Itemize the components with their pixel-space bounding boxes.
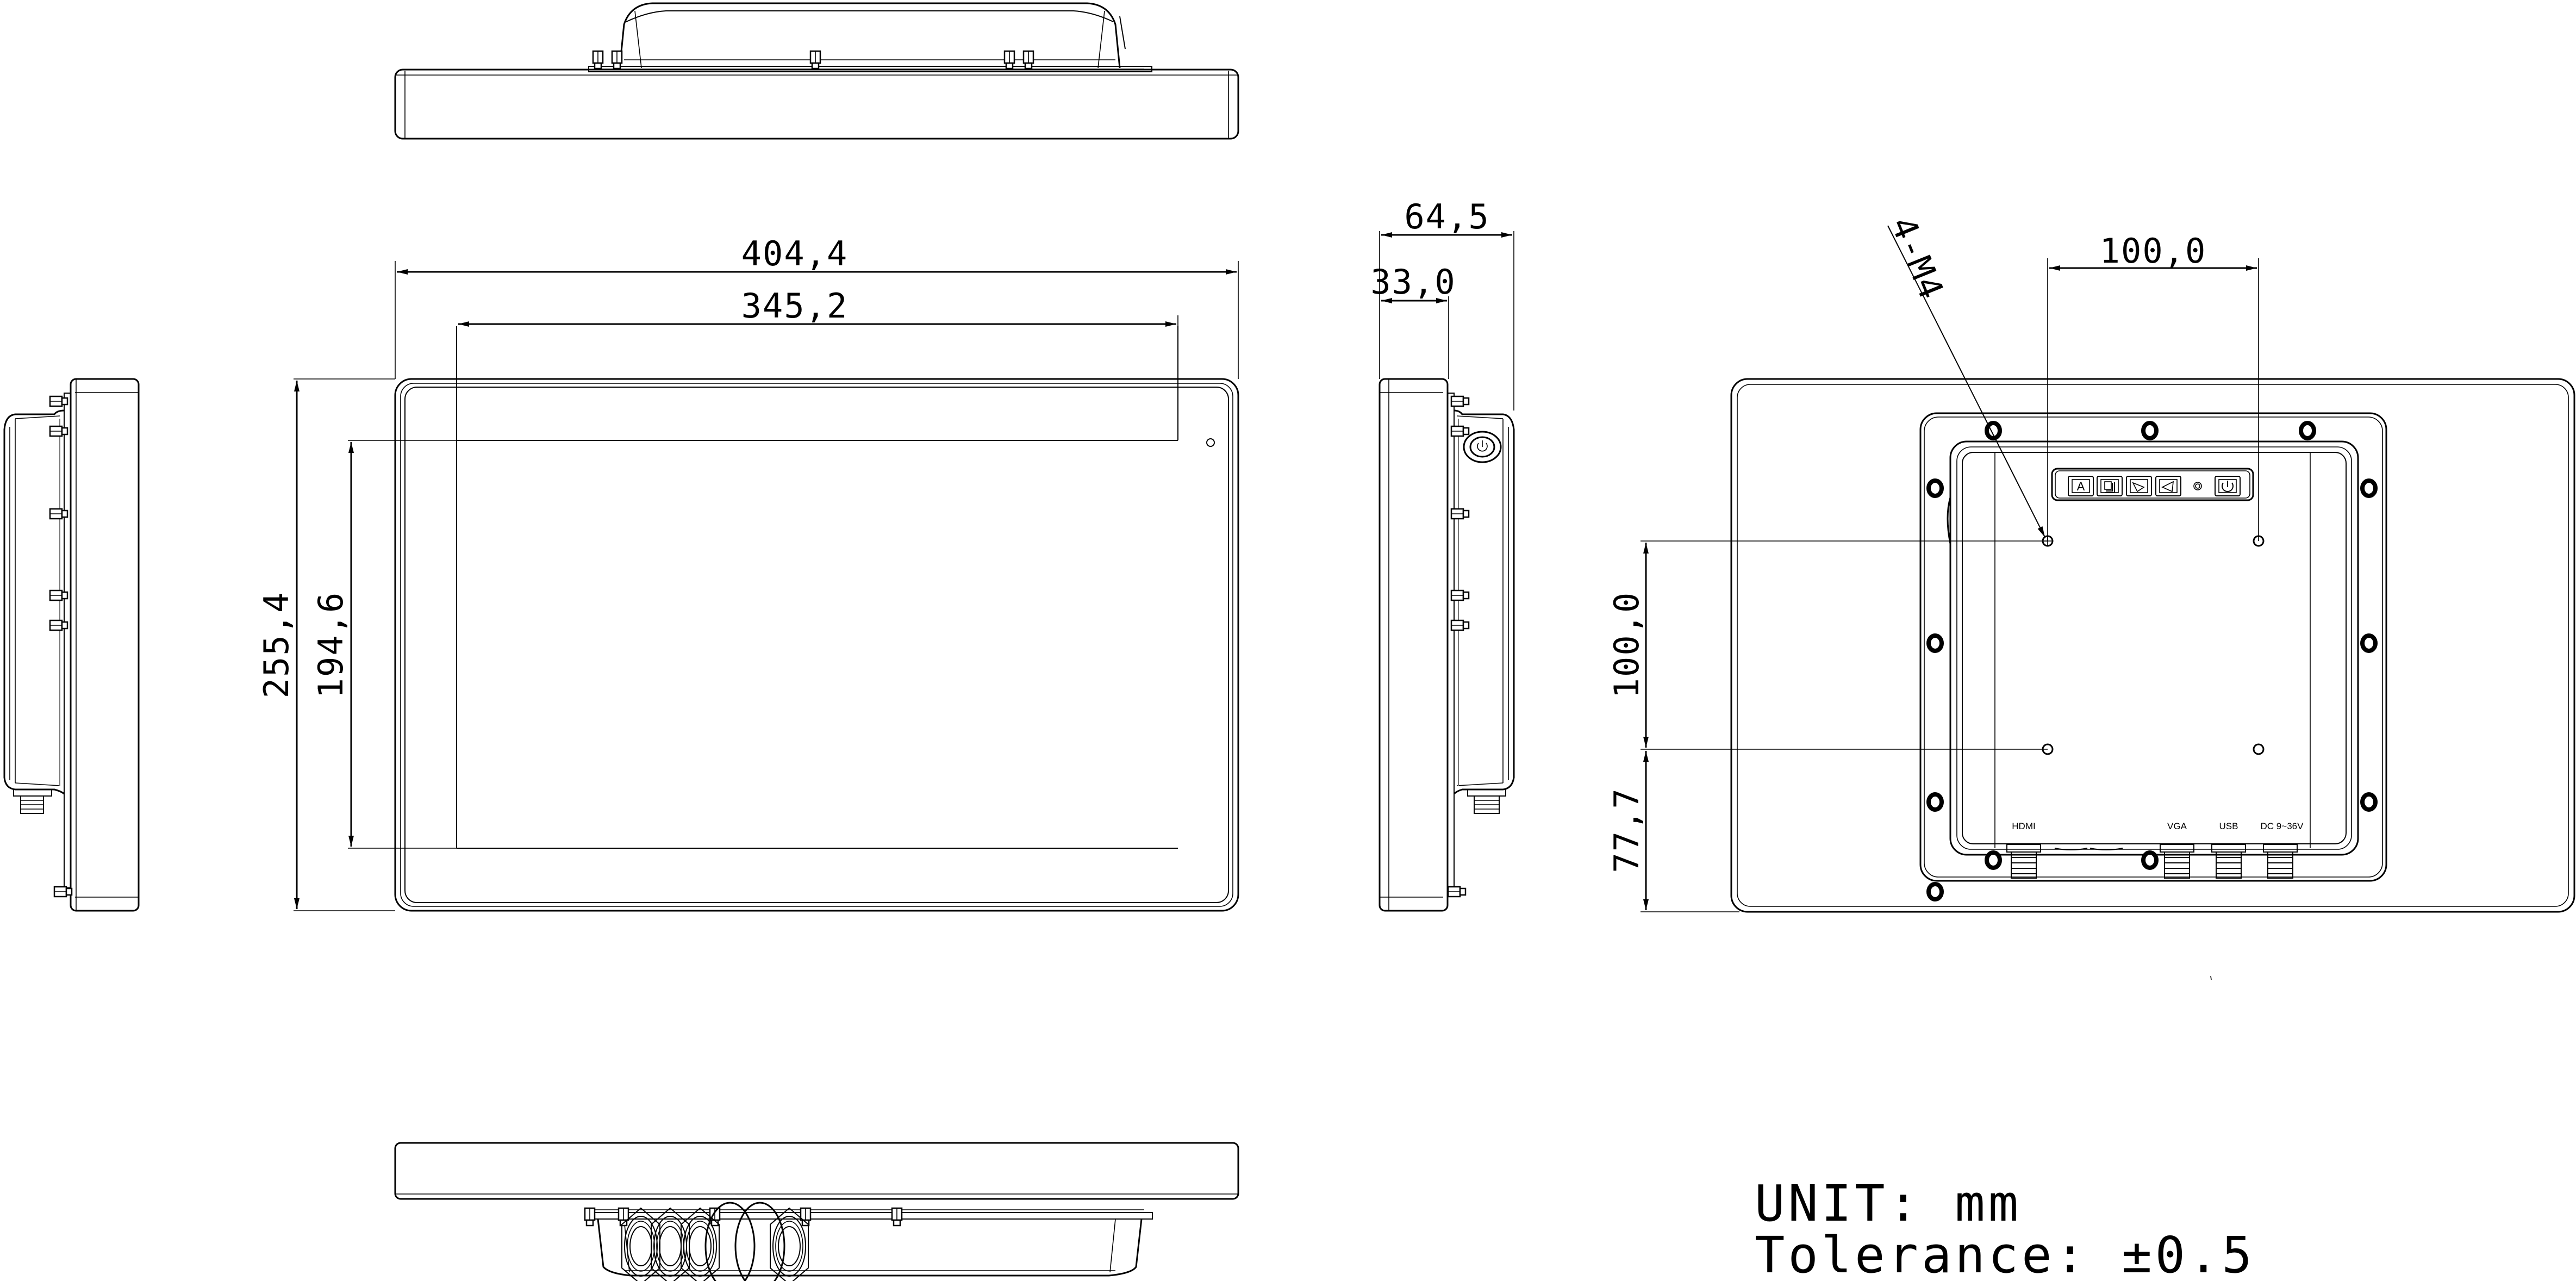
vga-connector-icon	[2160, 844, 2194, 879]
left-side-view	[3, 378, 140, 912]
port-labels: HDMI VGA USB DC 9~36V	[2012, 821, 2304, 831]
screw-callout-leader	[1887, 225, 2045, 538]
usb-connector-icon	[2211, 844, 2246, 879]
dim-active-width: 345,2	[741, 286, 849, 326]
power-button-icon	[2215, 476, 2241, 496]
menu-button-icon	[2097, 476, 2123, 496]
dim-active-height: 194,6	[311, 592, 351, 699]
osd-button-panel: A	[2051, 468, 2254, 501]
dim-total-depth: 64,5	[1404, 197, 1489, 237]
dim-overall-height: 255,4	[257, 592, 296, 699]
dc-power-connector-icon	[2263, 844, 2298, 879]
auto-adjust-button-icon: A	[2068, 476, 2094, 496]
svg-text:A: A	[2077, 480, 2085, 493]
tolerance-note: Tolerance: ±0.5	[1755, 1226, 2255, 1281]
down-button-icon	[2155, 476, 2181, 496]
port-connectors	[2006, 844, 2298, 879]
top-view	[394, 2, 1239, 140]
power-button-icon	[1463, 431, 1502, 463]
screw-callout-label: 4-M4	[1883, 211, 1952, 305]
right-side-view	[1379, 378, 1515, 912]
dim-bezel-depth: 33,0	[1370, 262, 1456, 302]
perimeter-screws	[1926, 421, 2378, 901]
unit-note: UNIT: mm	[1755, 1174, 2022, 1233]
dim-vesa-horizontal: 100,0	[2100, 231, 2207, 271]
dim-vesa-vertical: 100,0	[1607, 592, 1646, 699]
front-view	[394, 326, 1239, 912]
bottom-connectors	[621, 1202, 809, 1281]
hdmi-connector-icon	[2006, 844, 2041, 879]
dim-overall-width: 404,4	[741, 234, 849, 273]
side-dimensions: 64,5 33,0	[1370, 197, 1514, 411]
front-dimensions: 404,4 345,2 255,4 194,6	[257, 234, 1239, 911]
rear-view: A	[1730, 378, 2575, 980]
port-label-hdmi: HDMI	[2012, 821, 2035, 831]
notes: UNIT: mm Tolerance: ±0.5	[1755, 1174, 2255, 1281]
power-led-icon	[2193, 482, 2202, 490]
up-button-icon	[2126, 476, 2152, 496]
vesa-mount-holes	[2042, 535, 2265, 755]
blanking-plug-icon	[704, 1202, 756, 1281]
blanking-plug-icon	[734, 1202, 785, 1281]
ambient-light-sensor-icon	[1206, 438, 1215, 447]
port-label-vga: VGA	[2167, 821, 2187, 831]
port-label-dc-power: DC 9~36V	[2261, 821, 2304, 831]
dim-vesa-to-bottom: 77,7	[1607, 787, 1646, 873]
bottom-view	[394, 1142, 1239, 1281]
port-label-usb: USB	[2219, 821, 2238, 831]
